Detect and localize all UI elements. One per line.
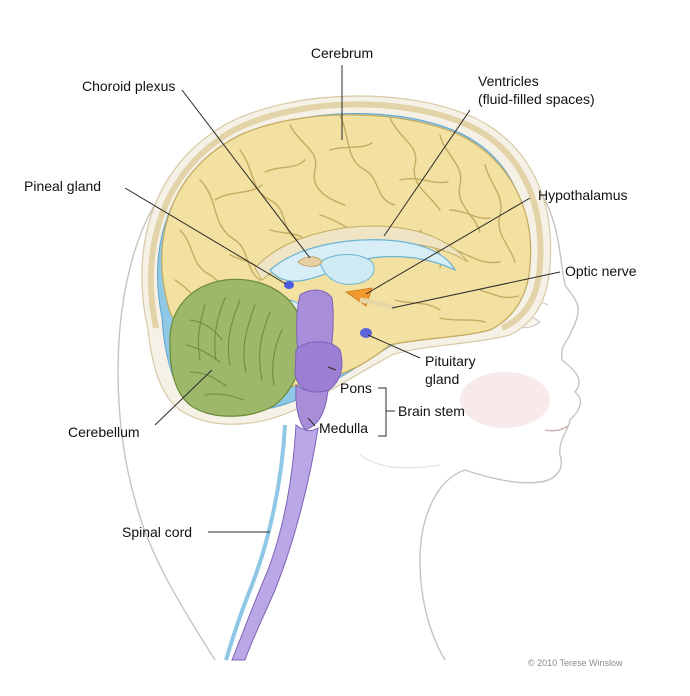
label-ventricles-line1: Ventricles [478,73,539,89]
label-medulla: Medulla [319,420,368,436]
pons-shape [294,341,343,394]
label-pons: Pons [340,380,372,396]
copyright-credit: © 2010 Terese Winslow [528,658,623,668]
spinal-cord-shape [231,424,319,661]
cerebellum-body [169,278,305,417]
leader-choroid-plexus [181,89,311,259]
leader-medulla [307,417,316,427]
label-ventricles-line2: (fluid-filled spaces) [478,91,595,107]
medulla-shape [295,384,329,431]
cerebellum-folia [185,297,283,401]
leader-hypothalamus [365,197,531,295]
leader-lines [124,65,561,533]
label-pituitary-line2: gland [425,371,459,387]
choroid-plexus-shape [297,256,323,267]
label-optic-nerve: Optic nerve [565,263,637,279]
leader-pituitary [367,334,421,359]
labels: Cerebrum Choroid plexus Ventricles (flui… [24,45,637,668]
label-hypothalamus: Hypothalamus [538,187,628,203]
spinal-canal [224,424,287,661]
label-pineal-gland: Pineal gland [24,178,101,194]
label-cerebellum: Cerebellum [68,424,140,440]
label-spinal-cord: Spinal cord [122,524,192,540]
third-ventricle [319,254,375,285]
brain-stem [294,289,343,431]
label-brain-stem: Brain stem [398,403,465,419]
pineal-gland-shape [284,281,294,289]
mouth-line [544,425,569,432]
lateral-ventricle [269,239,457,282]
leader-pineal-gland [124,187,287,285]
leader-cerebellum [154,369,213,426]
brain-stem-bracket [378,387,395,437]
label-cerebrum: Cerebrum [311,45,373,61]
skull-bone-band [147,101,544,331]
leader-pons [327,366,337,371]
label-pituitary-line1: Pituitary [425,353,476,369]
cerebellum [169,278,305,417]
optic-nerve-shape [359,297,396,311]
leader-optic-nerve [391,271,561,309]
cheek-blush [460,372,550,428]
label-choroid-plexus: Choroid plexus [82,78,175,94]
leader-ventricles [383,109,471,237]
jaw-line [359,454,441,469]
